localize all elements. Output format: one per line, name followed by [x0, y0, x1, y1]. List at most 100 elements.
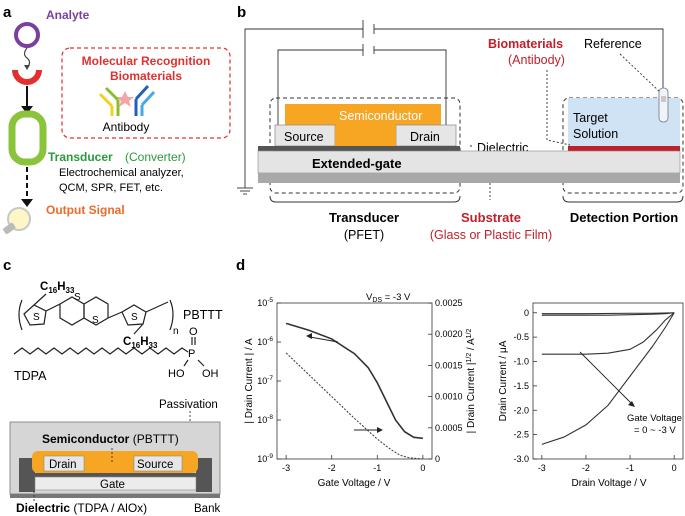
receptor-cup: [12, 70, 42, 85]
y-tick-label: 10-6: [257, 336, 273, 347]
x-tick-label: -3: [538, 463, 546, 473]
panel-a-label: a: [3, 4, 12, 21]
y2-tick-label: 0.0005: [435, 423, 463, 433]
subscript-n: n: [173, 326, 179, 337]
analyte-label: Analyte: [46, 8, 90, 22]
drain-label: Drain: [410, 130, 440, 144]
output-xlabel: Drain Voltage / V: [571, 478, 646, 489]
y-tick-label: 10-5: [257, 297, 273, 308]
tdpa-label: TDPA: [14, 369, 47, 383]
y-tick-label: -1.5: [513, 381, 529, 391]
detection-brace: [562, 195, 684, 203]
reference-leader: [619, 53, 661, 93]
semiconductor-channel: [335, 126, 396, 146]
biomaterials-leader: [546, 70, 571, 146]
semiconductor-label: Semiconductor: [339, 109, 422, 123]
substrate-c-layer: [10, 494, 220, 498]
transducer-label: Transducer: [48, 150, 113, 164]
transducer-shape: [8, 110, 47, 166]
reference-electrode-icon: [658, 87, 669, 123]
transfer-curves: [285, 322, 423, 460]
methods-line-2: QCM, SPR, FET, etc.: [59, 182, 163, 194]
y2-tick-label: 0.0020: [435, 329, 463, 339]
y-tick-label: -3.0: [513, 454, 529, 464]
c16h33-top: C16H33: [40, 281, 75, 295]
bank-left: [19, 458, 35, 492]
dielectric-c-layer: [35, 473, 196, 477]
converter-label: (Converter): [125, 150, 186, 164]
gate-annot-1: Gate Voltage: [627, 413, 682, 424]
x-tick-label: -2: [328, 463, 336, 473]
output-plot-frame: [532, 302, 684, 460]
log-arrowhead: [306, 333, 312, 339]
transfer-ylabel-right: | Drain Current |1/2 / A1/2: [466, 329, 477, 434]
oh-group: OH: [202, 368, 219, 380]
x-tick-label: 0: [672, 463, 677, 473]
panel-c-label: c: [3, 257, 11, 274]
methods-line-1: Electrochemical analyzer,: [59, 167, 184, 179]
log-current-series: [285, 322, 423, 440]
drain-c-electrode: [43, 455, 85, 472]
x-tick-label: -3: [282, 463, 290, 473]
oxygen-double: O: [189, 326, 198, 338]
x-tick-label: -1: [373, 463, 381, 473]
panel-d-label: d: [236, 257, 245, 274]
drain-c-label: Drain: [49, 459, 76, 471]
antibody-label: Antibody: [103, 120, 150, 134]
pbttt-structure: [18, 293, 174, 335]
y-tick-label: 10-7: [257, 375, 273, 386]
output-signal-label: Output Signal: [46, 203, 125, 217]
y-tick-label: 10-9: [257, 453, 273, 464]
sulfur-1: S: [33, 312, 40, 323]
ho-group: HO: [168, 368, 185, 380]
dielectric-c-label: Dielectric (TDPA / AlOx): [16, 501, 147, 515]
source-label: Source: [284, 130, 324, 144]
y-tick-label: -0.5: [513, 332, 529, 342]
detection-title: Detection Portion: [570, 210, 678, 225]
gate-annot-2: = 0 ~ -3 V: [634, 425, 676, 436]
analyte-arrow: [23, 47, 31, 69]
gate-c-label: Gate: [100, 479, 125, 491]
output-curve-0: [541, 312, 675, 315]
target-label-2: Solution: [573, 127, 618, 141]
p-ho-bond: [183, 359, 189, 367]
y2-tick-label: 0.0015: [435, 360, 463, 370]
antibody-icon: [98, 84, 156, 116]
x-tick-label: -2: [582, 463, 590, 473]
output-y-ticks: 0-0.5-1.0-1.5-2.0-2.5-3.0: [513, 308, 537, 464]
source-c-electrode: [133, 455, 183, 472]
y-tick-label: -2.0: [513, 405, 529, 415]
gate-c-electrode: [34, 476, 197, 491]
biomaterial-layer: [568, 146, 680, 151]
arrowhead-transducer: [21, 106, 33, 114]
transfer-left-ticks: 10-910-810-710-610-5: [257, 297, 281, 464]
output-ylabel: Drain Current / μA: [498, 340, 509, 421]
transfer-xlabel: Gate Voltage / V: [318, 478, 391, 489]
c16h33-bottom: C16H33: [123, 336, 158, 350]
sulfur-2: S: [74, 292, 81, 303]
transfer-plot-frame: [276, 302, 433, 460]
output-curve-2: [541, 312, 675, 355]
p-oh-bond: [197, 359, 205, 367]
semiconductor-c-label: Semiconductor (PBTTT): [42, 432, 179, 446]
substrate-layer: [258, 173, 680, 183]
recognition-title-2: Biomaterials: [110, 69, 182, 83]
source-c-label: Source: [137, 459, 173, 471]
bank-label: Bank: [194, 503, 220, 515]
extended-gate-label: Extended-gate: [312, 156, 402, 171]
transducer-title: Transducer: [329, 210, 399, 225]
passivation-label: Passivation: [159, 399, 218, 411]
bank-right: [196, 458, 212, 492]
reference-label: Reference: [584, 37, 642, 51]
tdpa-chain: [13, 347, 189, 355]
analyte-arrowhead: [24, 65, 30, 70]
light-bulb-icon: [3, 207, 31, 234]
sulfur-3: S: [92, 315, 99, 326]
x-tick-label: 0: [420, 463, 425, 473]
transfer-x-ticks: -3 -2 -1 0: [282, 455, 425, 473]
substrate-title: Substrate: [461, 210, 521, 225]
phosphorus: P: [188, 348, 195, 360]
